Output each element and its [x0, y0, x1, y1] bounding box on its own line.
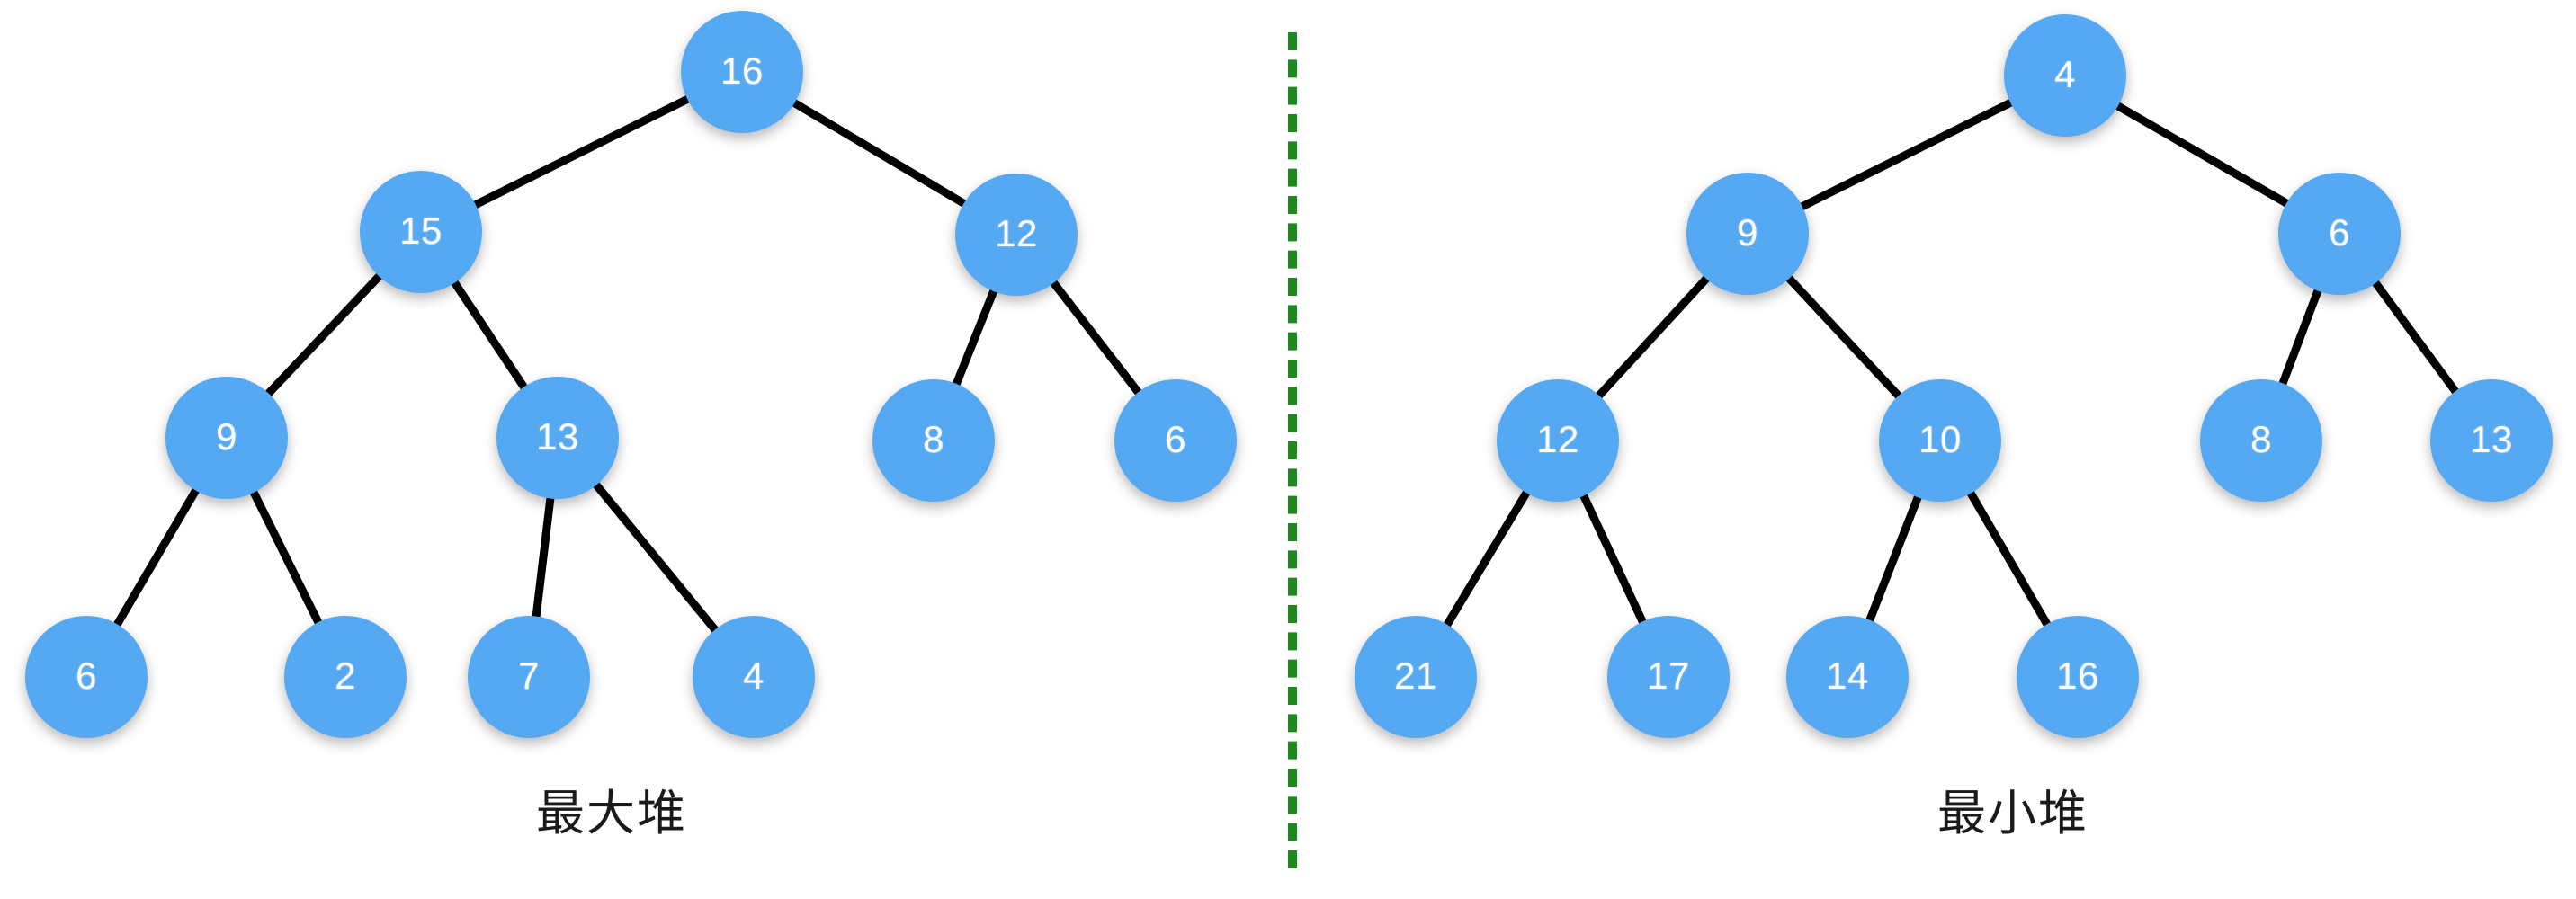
tree-edge — [1965, 486, 2053, 631]
tree-node[interactable]: 15 — [360, 171, 482, 293]
tree-edge — [532, 492, 555, 623]
dashed-divider — [1288, 32, 1297, 868]
tree-edge — [1593, 272, 1713, 402]
tree-node[interactable]: 8 — [872, 379, 995, 502]
tree-node[interactable]: 16 — [681, 11, 803, 133]
tree-edge — [1048, 277, 1144, 398]
tree-edge — [263, 270, 385, 400]
tree-node[interactable]: 12 — [955, 174, 1078, 296]
tree-node[interactable]: 14 — [1786, 616, 1909, 738]
tree-edge — [951, 285, 999, 390]
tree-node-label: 8 — [2250, 418, 2272, 460]
tree-node[interactable]: 13 — [2430, 379, 2553, 502]
tree-node-label: 6 — [1165, 418, 1186, 460]
tree-edge — [112, 484, 201, 631]
tree-node-label: 9 — [1737, 211, 1758, 254]
tree-edge — [2277, 284, 2323, 390]
tree-node-label: 6 — [76, 654, 97, 697]
tree-node[interactable]: 9 — [165, 377, 288, 499]
tree-edge — [1442, 486, 1532, 631]
tree-node[interactable]: 7 — [468, 616, 590, 738]
tree-node-label: 6 — [2329, 211, 2350, 254]
tree-node-label: 9 — [216, 415, 237, 458]
tree-node-label: 2 — [335, 654, 356, 697]
tree-node[interactable]: 9 — [1686, 173, 1809, 295]
tree-edge — [2112, 101, 2293, 209]
tree-node[interactable]: 6 — [25, 616, 148, 738]
tree-node-label: 16 — [720, 49, 764, 92]
tree-node-label: 8 — [923, 418, 944, 460]
tree-edge — [248, 485, 324, 629]
tree-node-label: 15 — [399, 209, 443, 252]
tree-edge — [1783, 272, 1905, 402]
tree-node[interactable]: 6 — [2278, 173, 2401, 295]
tree-edge — [2370, 277, 2461, 397]
panel-caption-max-heap: 最大堆 — [536, 785, 687, 841]
tree-node[interactable]: 16 — [2017, 616, 2139, 738]
tree-node-label: 13 — [2470, 418, 2513, 460]
tree-edge — [449, 276, 530, 394]
tree-node[interactable]: 17 — [1607, 616, 1730, 738]
tree-node-label: 13 — [536, 415, 579, 458]
tree-node-label: 12 — [1536, 418, 1579, 460]
tree-edge — [1795, 97, 2017, 212]
tree-node-label: 21 — [1394, 654, 1437, 697]
tree-node-label: 4 — [743, 654, 765, 697]
tree-edge — [1579, 489, 1648, 628]
tree-node[interactable]: 10 — [1879, 379, 2001, 502]
tree-node-label: 17 — [1647, 654, 1690, 697]
tree-node[interactable]: 2 — [284, 616, 407, 738]
tree-node[interactable]: 8 — [2200, 379, 2322, 502]
tree-node-label: 10 — [1919, 418, 1962, 460]
panel-caption-min-heap: 最小堆 — [1937, 785, 2089, 841]
tree-edge — [590, 478, 721, 636]
tree-node[interactable]: 4 — [2004, 14, 2126, 137]
tree-node-label: 7 — [518, 654, 540, 697]
tree-node-label: 12 — [995, 212, 1038, 254]
tree-node[interactable]: 13 — [496, 377, 619, 499]
tree-node-label: 14 — [1826, 654, 1869, 697]
tree-node-label: 4 — [2054, 53, 2076, 95]
tree-edge — [1865, 491, 1923, 627]
tree-node[interactable]: 6 — [1114, 379, 1237, 502]
tree-node[interactable]: 4 — [693, 616, 815, 738]
tree-node-label: 16 — [2056, 654, 2099, 697]
tree-edge — [788, 97, 970, 209]
tree-node[interactable]: 21 — [1355, 616, 1477, 738]
tree-node[interactable]: 12 — [1497, 379, 1619, 502]
tree-edge — [469, 93, 694, 210]
